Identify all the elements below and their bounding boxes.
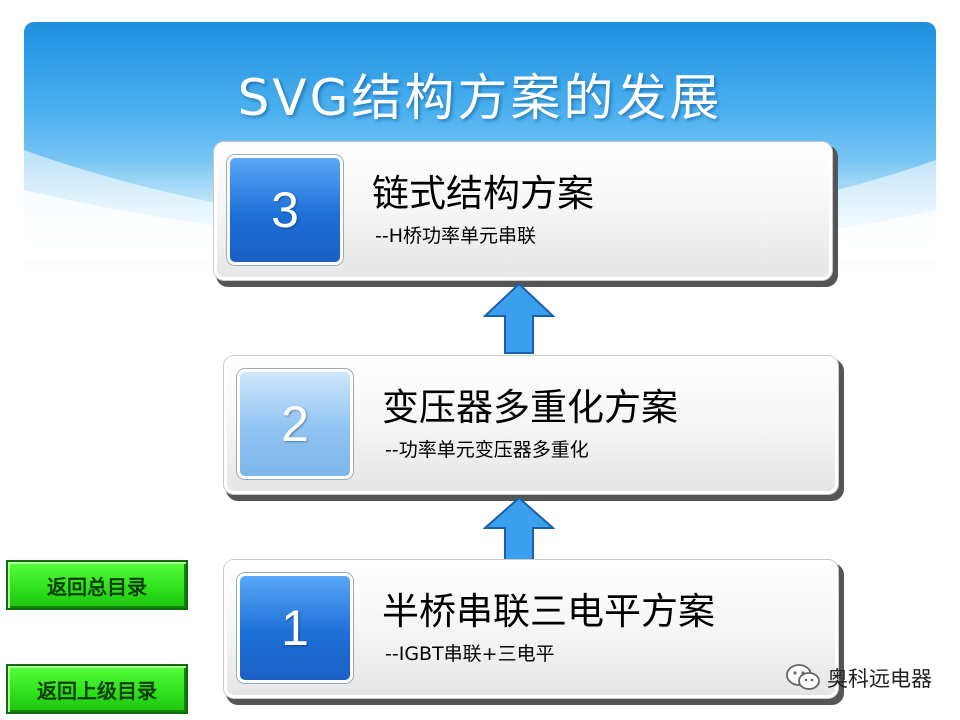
- page-title: SVG结构方案的发展: [237, 69, 723, 127]
- scheme-number-2: 2: [237, 369, 353, 479]
- scheme-subtitle-1: --IGBT串联+三电平: [385, 643, 555, 665]
- scheme-number-3: 3: [227, 155, 343, 265]
- watermark-text: 奥科远电器: [827, 667, 932, 691]
- scheme-card-2: 2 变压器多重化方案 --功率单元变压器多重化: [224, 356, 838, 494]
- scheme-number-1: 1: [237, 573, 353, 683]
- wechat-icon: [786, 664, 820, 690]
- scheme-title-3: 链式结构方案: [372, 172, 594, 215]
- up-arrow-icon: [483, 282, 555, 354]
- scheme-card-3: 3 链式结构方案 --H桥功率单元串联: [214, 142, 832, 280]
- scheme-subtitle-2: --功率单元变压器多重化: [385, 439, 589, 461]
- scheme-subtitle-3: --H桥功率单元串联: [375, 225, 536, 247]
- back-to-parent-menu-button[interactable]: 返回上级目录: [6, 664, 188, 714]
- up-arrow-icon: [483, 496, 555, 562]
- scheme-card-1: 1 半桥串联三电平方案 --IGBT串联+三电平: [224, 560, 838, 698]
- scheme-title-2: 变压器多重化方案: [382, 386, 678, 429]
- watermark: 奥科远电器: [785, 660, 932, 696]
- scheme-title-1: 半桥串联三电平方案: [382, 590, 715, 633]
- back-to-main-menu-button[interactable]: 返回总目录: [6, 560, 188, 610]
